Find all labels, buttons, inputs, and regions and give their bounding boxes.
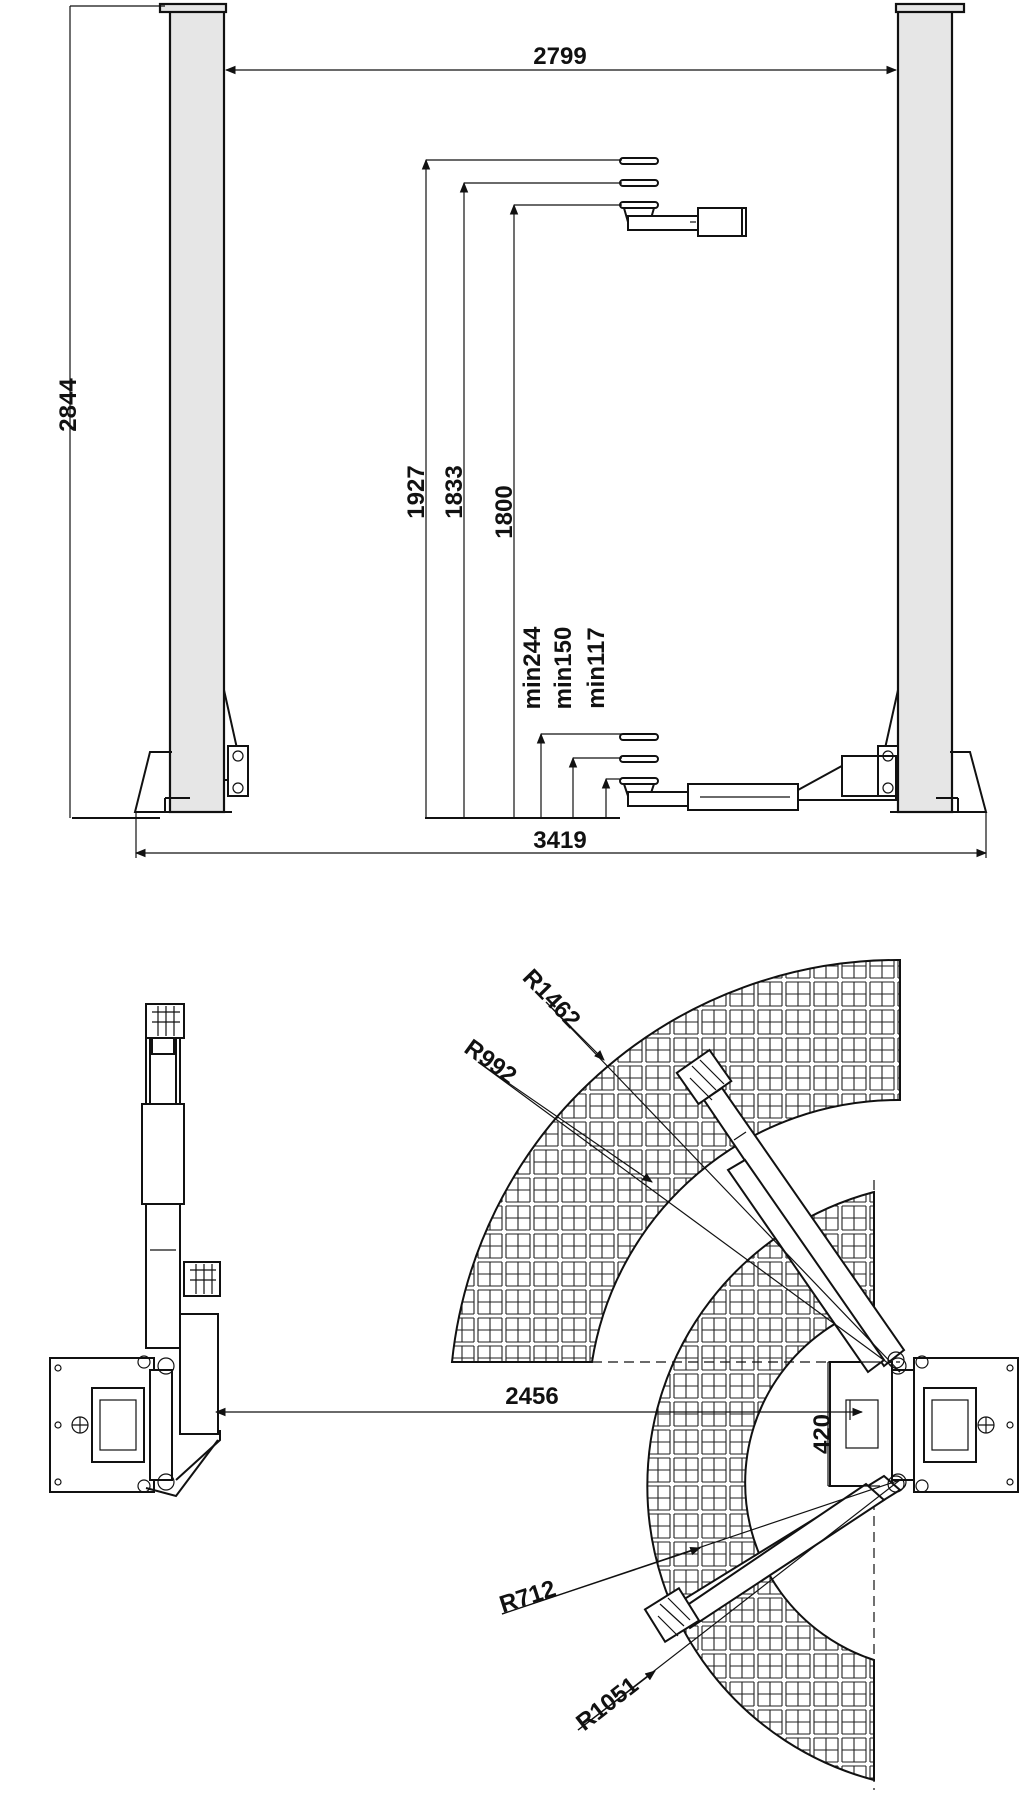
lower-swung-arm — [643, 1474, 905, 1644]
label-offset: 420 — [809, 1414, 836, 1454]
upper-arm-swing-area — [450, 958, 901, 1363]
dimension-span: 2456 — [214, 1383, 864, 1417]
label-height-1833: 1833 — [441, 465, 468, 518]
label-radius-1462: R1462 — [517, 964, 586, 1034]
upper-swung-arm — [675, 1048, 906, 1374]
label-radius-1051: R1051 — [571, 1672, 643, 1737]
front-view: 2844 2799 3419 1927 1833 1800 — [55, 2, 988, 858]
label-base-width: 3419 — [533, 827, 586, 854]
label-span: 2456 — [505, 1383, 558, 1410]
label-height-1927: 1927 — [403, 465, 430, 518]
label-radius-712: R712 — [496, 1575, 559, 1618]
label-inner-width: 2799 — [533, 43, 586, 70]
dimension-min-heights: min244 min150 min117 — [519, 626, 622, 818]
dimension-base-width: 3419 — [134, 812, 988, 858]
dimension-inner-width: 2799 — [224, 43, 898, 75]
label-height-1800: 1800 — [491, 485, 518, 538]
dimension-offset: 420 — [809, 1361, 880, 1487]
label-min-117: min117 — [583, 627, 610, 708]
dimension-overall-height: 2844 — [55, 5, 165, 818]
label-radius-992: R992 — [459, 1034, 521, 1090]
top-view: R1462 R992 R712 R1051 2456 420 — [49, 958, 1019, 1790]
label-min-244: min244 — [519, 626, 546, 709]
label-min-150: min150 — [550, 627, 577, 710]
radius-leaders — [477, 1001, 901, 1731]
label-overall-height: 2844 — [55, 378, 82, 432]
right-post — [876, 2, 988, 814]
raised-arm — [619, 157, 747, 237]
lowered-arm — [619, 733, 897, 811]
lower-arm-swing-area — [646, 1190, 875, 1782]
left-post-top — [49, 1003, 221, 1498]
dimension-max-heights: 1927 1833 1800 — [403, 158, 622, 818]
right-post-top — [829, 1355, 1019, 1493]
left-post — [133, 2, 249, 814]
